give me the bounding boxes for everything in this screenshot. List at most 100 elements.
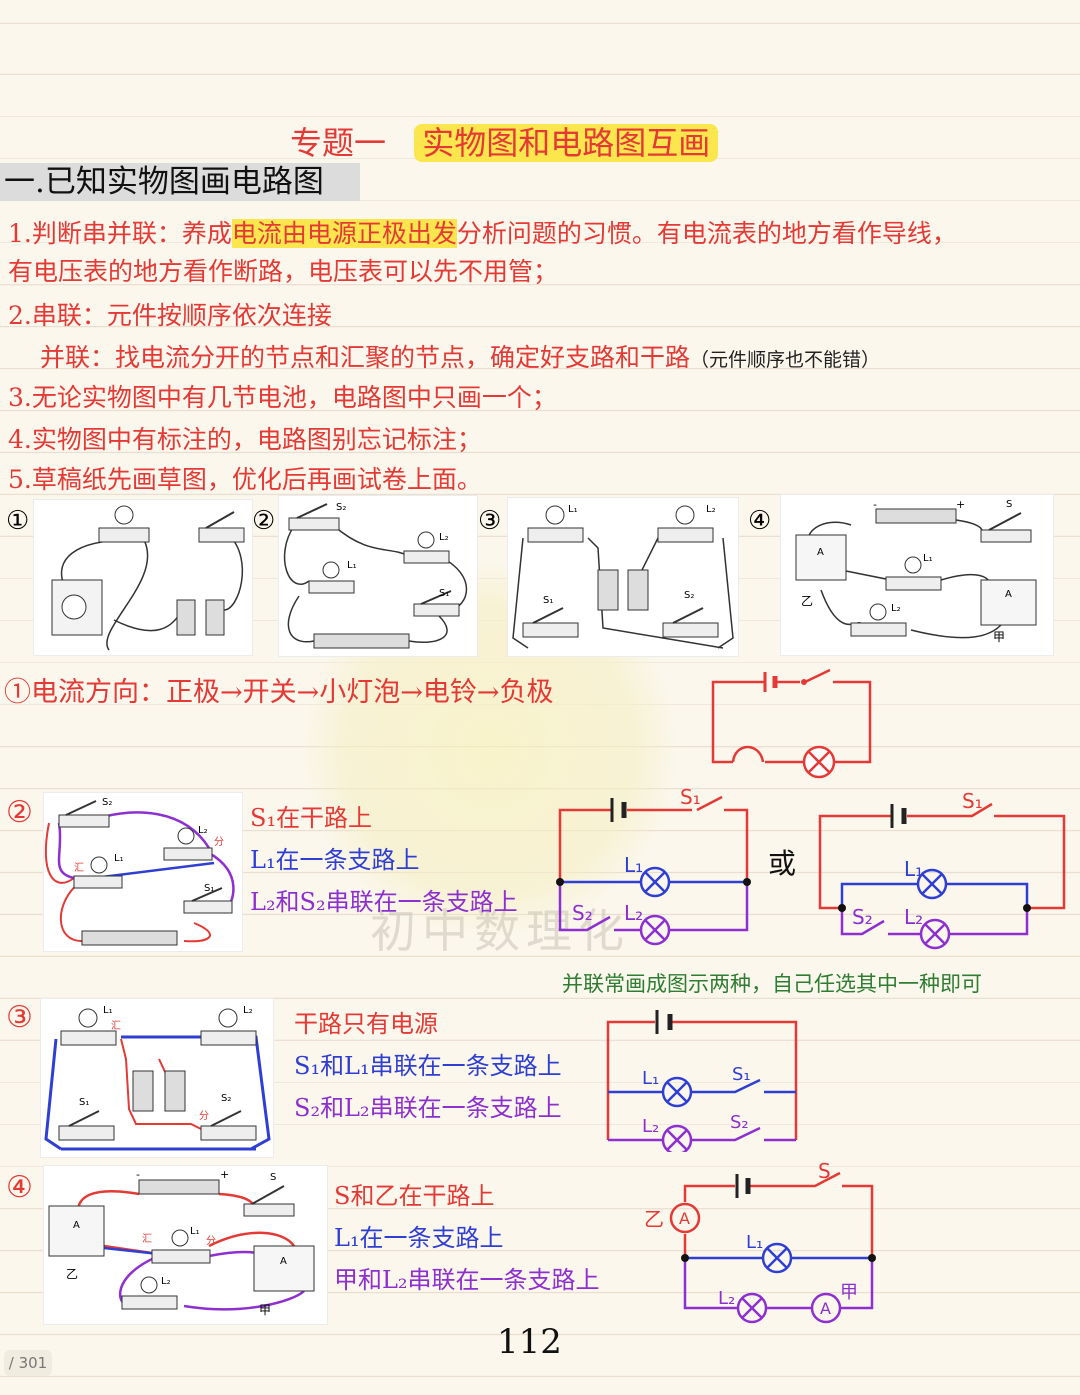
- bell-symbol: [731, 745, 765, 763]
- switch-base: [198, 527, 245, 543]
- label-s1: S₁: [543, 595, 553, 606]
- label-hui: 汇: [74, 861, 84, 874]
- switch-knife: [205, 511, 235, 529]
- ammeter-yi: [48, 1205, 105, 1257]
- rule-2b: 并联：找电流分开的节点和汇聚的节点，确定好支路和干路（元件顺序也不能错）: [40, 338, 880, 374]
- label-s2: S₂: [336, 502, 346, 513]
- rule-2: 2.串联：元件按顺序依次连接: [8, 301, 332, 330]
- battery-pack: [313, 633, 410, 649]
- page-title: 专题一 实物图和电路图互画: [290, 118, 719, 164]
- label-fen: 分: [199, 1110, 209, 1122]
- problem-3-physical-circuit: L₁ L₂ S₁ S₂: [507, 497, 739, 657]
- ammeter-yi-label: A: [817, 547, 824, 558]
- solution-4-note-3: 甲和L₂串联在一条支路上: [334, 1266, 600, 1294]
- page-counter: / 301: [4, 1350, 52, 1376]
- label-jia: 甲: [259, 1303, 271, 1317]
- label-s: S: [818, 1160, 831, 1183]
- label-l1: L₁: [568, 504, 578, 515]
- solution-2-annotated-circuit: S₂ L₂ 分 L₁ 汇 S₁: [43, 792, 243, 952]
- label-l1: L₁: [347, 560, 357, 571]
- bell-icon: [61, 594, 87, 620]
- label-s2: S₂: [572, 901, 593, 925]
- solution-3-circuit-diagram: L₁ S₁ L₂ S₂: [606, 1010, 798, 1152]
- rule-1a-post: 分析问题的习惯。有电流表的地方看作导线，: [456, 219, 957, 248]
- label-fen: 分: [214, 836, 224, 848]
- rule-1b: 有电压表的地方看作断路，电压表可以先不用管；: [8, 257, 559, 286]
- solution-2-number: ②: [6, 795, 33, 830]
- lamp-bulb-icon: [114, 505, 134, 525]
- rule-4: 4.实物图中有标注的，电路图别忘记标注；: [8, 425, 482, 454]
- lamp-l2-icon: [675, 505, 695, 525]
- label-s: S: [1006, 499, 1012, 510]
- battery-2: [627, 569, 649, 611]
- ammeter-jia-label: A: [280, 1256, 287, 1267]
- page-number: 112: [497, 1322, 562, 1362]
- label-s2: S₂: [852, 905, 873, 929]
- problem-2-physical-circuit: S₂ L₂ L₁ S₁: [278, 495, 478, 657]
- lamp-l1-icon: [78, 1008, 98, 1028]
- solution-3-note-1: 干路只有电源: [294, 1010, 438, 1038]
- battery-minus: -: [873, 498, 877, 511]
- rule-1a: 1.判断串并联：养成电流由电源正极出发分析问题的习惯。有电流表的地方看作导线，: [8, 214, 957, 250]
- label-l2: L₂: [161, 1276, 171, 1287]
- label-l1: L₁: [114, 853, 124, 864]
- label-s1: S₁: [204, 883, 214, 894]
- label-l2: L₂: [439, 532, 449, 543]
- battery-1: [597, 569, 619, 611]
- solution-4-circuit-diagram: A 乙 S L₁ L₂ A 甲: [644, 1160, 876, 1324]
- label-hui: 汇: [111, 1019, 121, 1032]
- label-l2: L₂: [243, 1005, 253, 1016]
- rule-1a-pre: 1.判断串并联：养成: [8, 219, 232, 248]
- lamp-l1-icon: [171, 1229, 189, 1247]
- solution-4-number: ④: [6, 1170, 33, 1205]
- rule-2b-note: （元件顺序也不能错）: [690, 349, 881, 371]
- label-s1: S₁: [962, 789, 983, 813]
- label-l2: L₂: [706, 504, 716, 515]
- solution-3-number: ③: [6, 1000, 33, 1035]
- solution-2-note-2: L₁在一条支路上: [250, 846, 420, 874]
- battery-1: [176, 599, 196, 636]
- rule-1a-highlight: 电流由电源正极出发: [231, 219, 457, 248]
- label-jia: 甲: [840, 1282, 858, 1303]
- lamp-l2-icon: [218, 1008, 238, 1028]
- label-s2: S₂: [221, 1093, 231, 1104]
- battery-minus: -: [136, 1168, 140, 1181]
- problem-2-number: ②: [252, 506, 276, 536]
- lamp-base-1: [98, 527, 150, 543]
- solution-2-circuit-diagram-b: S₁ L₁ S₂ L₂: [818, 789, 1066, 950]
- solution-1-circuit-diagram: [711, 668, 872, 779]
- ammeter-yi-symbol: A: [679, 1209, 690, 1228]
- title-prefix: 专题一: [290, 124, 387, 162]
- problem-1-physical-circuit: [33, 499, 253, 656]
- label-l2: L₂: [624, 901, 643, 925]
- solution-3-annotated-circuit: L₁ 汇 L₂ S₁ S₂ 分: [40, 998, 274, 1158]
- solution-4-note-1: S和乙在干路上: [334, 1182, 495, 1210]
- lamp-l1-icon: [904, 556, 922, 574]
- parallel-footnote: 并联常画成图示两种，自己任选其中一种即可: [562, 972, 982, 996]
- label-yi: 乙: [801, 594, 813, 608]
- ammeter-jia-symbol: A: [820, 1299, 831, 1318]
- section-heading: 一.已知实物图画电路图: [0, 163, 360, 201]
- label-s1: S₁: [680, 785, 701, 809]
- label-l1: L₁: [103, 1005, 113, 1016]
- lamp-l2-icon: [417, 531, 435, 549]
- rule-5: 5.草稿纸先画草图，优化后再画试卷上面。: [8, 465, 482, 494]
- battery-plus: +: [956, 498, 965, 511]
- solution-3-note-2: S₁和L₁串联在一条支路上: [294, 1052, 562, 1080]
- lamp-l2-icon: [869, 603, 887, 621]
- solution-4-note-2: L₁在一条支路上: [334, 1224, 504, 1252]
- problem-3-number: ③: [478, 506, 502, 536]
- label-l1: L₁: [746, 1232, 763, 1253]
- ammeter-jia-label: A: [1005, 589, 1012, 600]
- label-s1: S₁: [439, 588, 449, 599]
- label-l1: L₁: [624, 853, 643, 877]
- battery-plus: +: [220, 1168, 229, 1181]
- label-yi: 乙: [644, 1207, 664, 1231]
- rule-2b-main: 并联：找电流分开的节点和汇聚的节点，确定好支路和干路: [40, 343, 691, 372]
- label-l1: L₁: [904, 857, 923, 881]
- title-highlight: 实物图和电路图互画: [414, 124, 719, 162]
- label-l2: L₂: [642, 1116, 659, 1137]
- ammeter-jia: [980, 579, 1037, 626]
- ammeter-yi: [795, 534, 847, 581]
- solution-3-note-3: S₂和L₂串联在一条支路上: [294, 1094, 562, 1122]
